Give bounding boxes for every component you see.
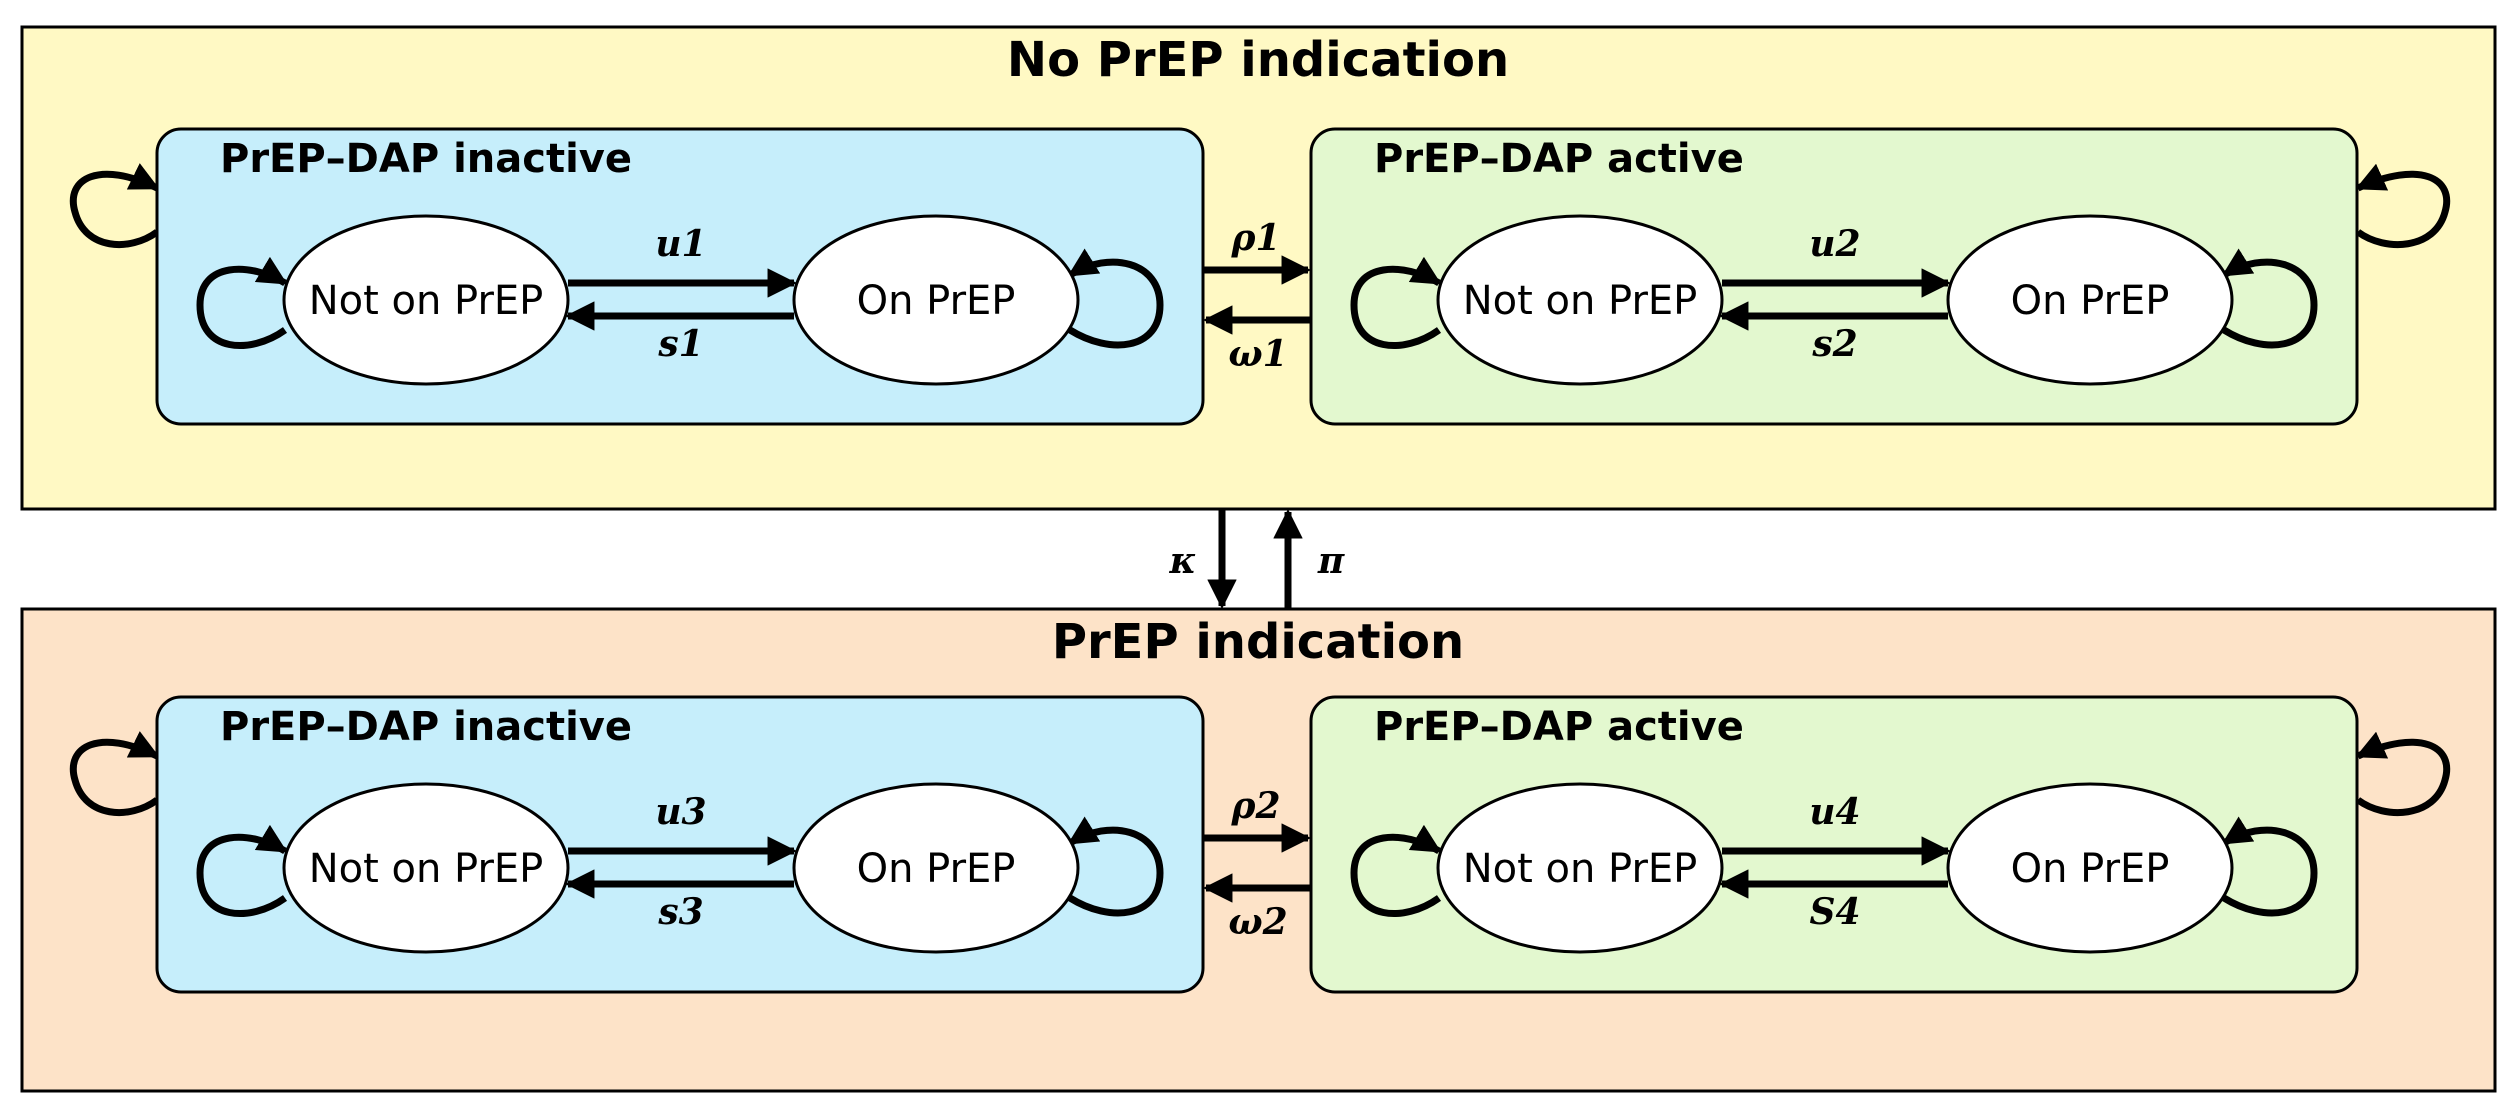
bottom-active-left-loop <box>1350 824 1442 918</box>
top-panel: No PrEP indication PrEP–DAP inactive Not… <box>20 25 2497 511</box>
bottom-active-stop-rate: S4 <box>1809 891 1860 933</box>
bottom-panel: PrEP indication PrEP–DAP inactive Not on… <box>20 607 2497 1093</box>
top-inactive-on-prep-state <box>792 214 1080 386</box>
top-active-box: PrEP–DAP active Not on PrEP On PrEP u2 s… <box>1309 127 2451 426</box>
bottom-active-start-rate: u4 <box>1809 791 1860 833</box>
top-active-on-prep-state <box>1946 214 2234 386</box>
bottom-active-on-prep-state <box>1946 782 2234 954</box>
top-deactivate-rate: ω1 <box>1228 333 1287 375</box>
bottom-active-box: PrEP–DAP active Not on PrEP On PrEP u4 S… <box>1309 695 2451 994</box>
bottom-active-box-loop <box>2355 731 2451 817</box>
bottom-deactivate-rate: ω2 <box>1228 901 1287 943</box>
lose-indication-rate: π <box>1317 540 1345 582</box>
top-active-left-loop <box>1350 256 1442 350</box>
bottom-inactive-box: PrEP–DAP inactive Not on PrEP On PrEP u3… <box>69 695 1205 994</box>
bottom-panel-title: PrEP indication <box>1052 614 1464 670</box>
bottom-inactive-not-on-prep-label: Not on PrEP <box>309 846 544 892</box>
top-inactive-on-prep-label: On PrEP <box>857 278 1016 324</box>
bottom-inactive-not-on-prep-state <box>282 782 570 954</box>
top-active-stop-rate: s2 <box>1811 323 1857 365</box>
top-inactive-left-loop <box>196 256 288 350</box>
bottom-inactive-on-prep-label: On PrEP <box>857 846 1016 892</box>
bottom-active-on-prep-label: On PrEP <box>2011 846 2170 892</box>
inter-panel-transitions: κ π <box>1169 509 1345 609</box>
bottom-inactive-stop-rate: s3 <box>657 891 703 933</box>
top-inactive-start-rate: u1 <box>655 223 706 265</box>
top-active-not-on-prep-label: Not on PrEP <box>1463 278 1698 324</box>
bottom-active-not-on-prep-state <box>1436 782 1724 954</box>
top-inactive-stop-rate: s1 <box>657 323 703 365</box>
bottom-inactive-right-loop <box>1067 816 1164 917</box>
top-active-start-rate: u2 <box>1809 223 1860 265</box>
gain-indication-rate: κ <box>1169 540 1197 582</box>
top-inactive-box-title: PrEP–DAP inactive <box>220 136 632 182</box>
bottom-active-box-title: PrEP–DAP active <box>1374 704 1744 750</box>
top-active-on-prep-label: On PrEP <box>2011 278 2170 324</box>
bottom-active-right-loop <box>2221 816 2318 917</box>
top-inactive-right-loop <box>1067 248 1164 349</box>
bottom-active-not-on-prep-label: Not on PrEP <box>1463 846 1698 892</box>
top-activate-rate: ρ1 <box>1231 217 1281 259</box>
bottom-inactive-box-loop <box>69 731 160 816</box>
top-inactive-not-on-prep-state <box>282 214 570 386</box>
top-active-right-loop <box>2221 248 2318 349</box>
bottom-inactive-box-title: PrEP–DAP inactive <box>220 704 632 750</box>
bottom-inactive-start-rate: u3 <box>655 791 706 833</box>
top-inactive-not-on-prep-label: Not on PrEP <box>309 278 544 324</box>
top-active-box-title: PrEP–DAP active <box>1374 136 1744 182</box>
top-active-not-on-prep-state <box>1436 214 1724 386</box>
bottom-inactive-on-prep-state <box>792 782 1080 954</box>
top-active-box-loop <box>2355 163 2451 249</box>
top-inactive-box-loop <box>69 163 160 248</box>
top-inactive-box: PrEP–DAP inactive Not on PrEP On PrEP u1… <box>69 127 1205 426</box>
bottom-activate-rate: ρ2 <box>1231 785 1281 827</box>
top-panel-title: No PrEP indication <box>1007 32 1509 88</box>
bottom-inactive-left-loop <box>196 824 288 918</box>
